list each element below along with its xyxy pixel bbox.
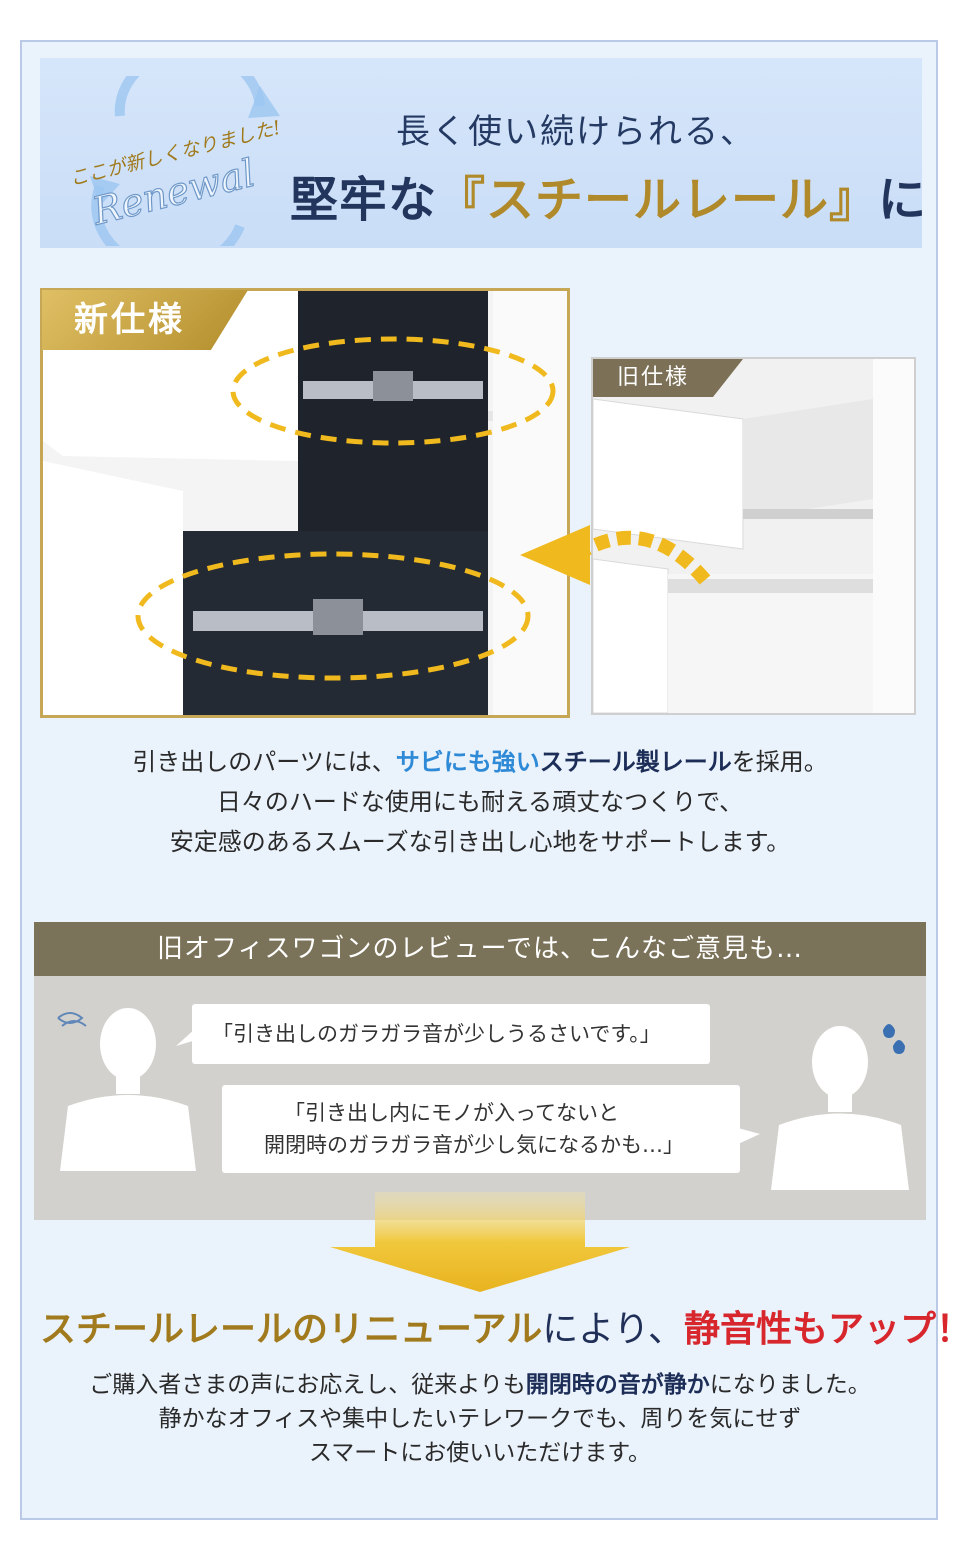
old-spec-illustration <box>593 359 914 713</box>
description: 引き出しのパーツには、サビにも強いスチール製レールを採用。 日々のハードな使用に… <box>40 742 920 862</box>
renewal-badge: ここが新しくなりました! Renewal <box>68 76 283 246</box>
person-right-icon <box>771 1024 909 1190</box>
new-spec-photo <box>40 288 570 718</box>
result-heading: スチールレールのリニューアルにより、静音性もアップ！ <box>40 1300 960 1352</box>
closing-line3: スマートにお使いいただけます。 <box>308 1440 651 1466</box>
curved-arrow-icon <box>520 525 711 585</box>
review-bubble-1: 「引き出しのガラガラ音が少しうるさいです。」 <box>192 1004 710 1064</box>
result-c: 静音性もアップ！ <box>684 1309 960 1350</box>
result-a: スチールレールのリニューアル <box>40 1309 543 1350</box>
new-spec-illustration <box>43 291 567 715</box>
person-left-icon <box>57 1008 196 1171</box>
result-b: により、 <box>542 1309 685 1350</box>
bubble-1-tail <box>176 1028 196 1046</box>
header-line1: 長く使い続けられる、 <box>396 112 756 152</box>
review-bubble-2: 「引き出し内にモノが入ってないと 開閉時のガラガラ音が少し気になるかも…」 <box>222 1085 740 1173</box>
review-quote-1: 「引き出しのガラガラ音が少しうるさいです。」 <box>212 1022 661 1046</box>
description-line3: 安定感のあるスムーズな引き出し心地をサポートします。 <box>169 828 791 856</box>
description-line1: 引き出しのパーツには、サビにも強いスチール製レールを採用。 <box>40 742 920 782</box>
header-line2: 堅牢な『スチールレール』に <box>290 160 927 230</box>
desc-l1-b: サビにも強い <box>395 748 540 776</box>
closing-text: ご購入者さまの声にお応えし、従来よりも開閉時の音が静かになりました。 静かなオフ… <box>40 1368 920 1470</box>
review-quote-2-line2: 開閉時のガラガラ音が少し気になるかも…」 <box>264 1133 684 1157</box>
desc-l1-a: 引き出しのパーツには、 <box>132 748 396 776</box>
header-line2-c: に <box>878 172 928 228</box>
description-line2: 日々のハードな使用にも耐える頑丈なつくりで、 <box>216 788 744 816</box>
closing-l1-a: ご購入者さまの声にお応えし、従来よりも <box>89 1372 526 1398</box>
desc-l1-d: を採用。 <box>731 748 828 776</box>
old-spec-photo <box>591 357 916 715</box>
closing-l1-c: になりました。 <box>709 1372 871 1398</box>
closing-line2: 静かなオフィスや集中したいテレワークでも、周りを気にせず <box>158 1406 802 1432</box>
new-spec-tag: 新仕様 <box>42 290 248 350</box>
header-line2-a: 堅牢な <box>290 172 438 228</box>
header-line2-b: 『スチールレール』 <box>437 172 879 228</box>
review-quote-2-line1: 「引き出し内にモノが入ってないと <box>284 1101 619 1125</box>
down-arrow-icon <box>330 1192 630 1292</box>
closing-line1: ご購入者さまの声にお応えし、従来よりも開閉時の音が静かになりました。 <box>40 1368 920 1402</box>
desc-l1-c: スチール製レール <box>539 748 732 776</box>
header-banner <box>40 58 922 248</box>
review-title: 旧オフィスワゴンのレビューでは、こんなご意見も… <box>34 922 926 976</box>
closing-l1-b: 開閉時の音が静か <box>525 1372 710 1398</box>
bubble-2-tail <box>738 1128 760 1144</box>
old-spec-tag: 旧仕様 <box>593 359 743 397</box>
